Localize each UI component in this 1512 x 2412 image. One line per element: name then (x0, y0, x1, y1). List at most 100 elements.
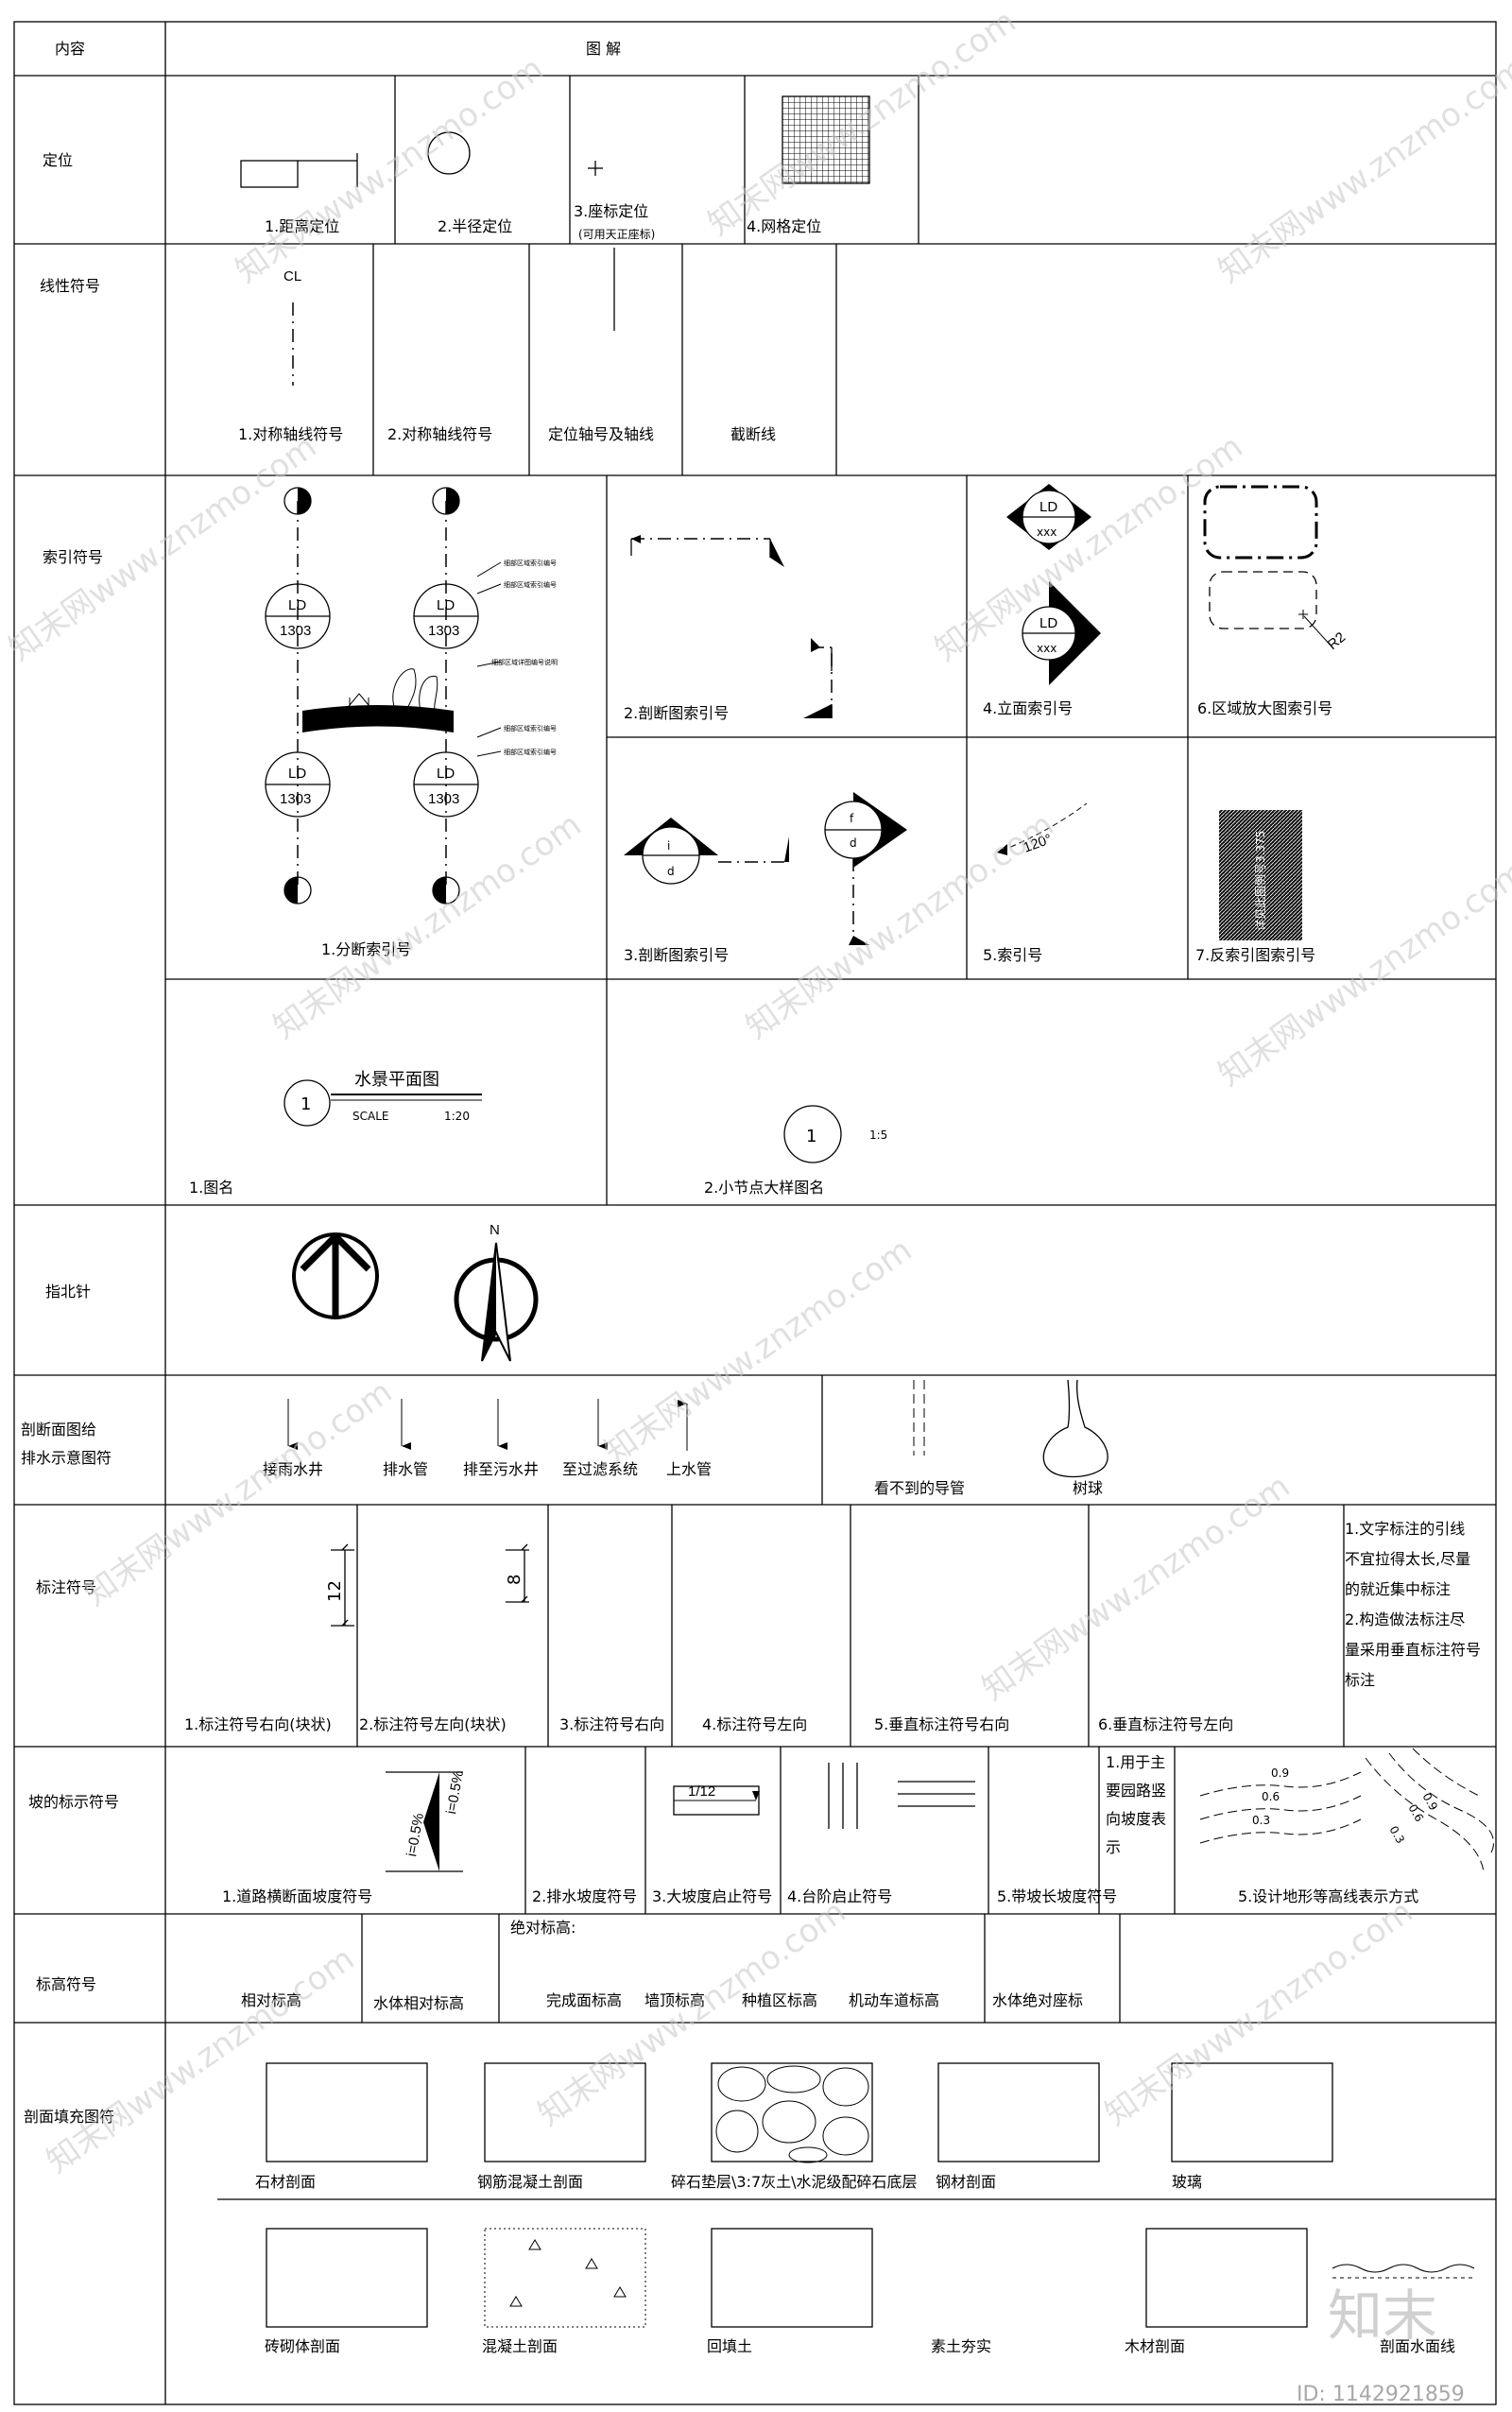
section-index-symbol-2 (630, 535, 833, 718)
concrete-hatch (484, 2228, 646, 2328)
label-index-6: 6.区域放大图索引号 (1197, 699, 1332, 717)
centerline-mark: CL (284, 268, 301, 284)
wm-11: 知末网www.znzmo.com (975, 1468, 1297, 1709)
callout-3: 细部区域详图编号说明 (491, 658, 558, 666)
water-line (1332, 2264, 1475, 2279)
label-drain-7: 树球 (1073, 1479, 1103, 1497)
ld-c: LD (288, 766, 306, 782)
label-drain-1: 接雨水井 (263, 1460, 323, 1478)
f-mark: f (850, 812, 854, 825)
brick-hatch (266, 2228, 428, 2328)
label-index-1: 1.分断索引号 (321, 940, 411, 958)
label-pos-2: 2.半径定位 (438, 217, 512, 235)
callout-5: 细部区域索引编号 (504, 748, 557, 756)
contour-r-0-9: 0.9 (1419, 1791, 1440, 1814)
label-drain-4: 至过滤系统 (562, 1460, 638, 1478)
label-slope-5: 5.带坡长坡度符号 (997, 1887, 1117, 1905)
row-label-line-symbols: 线性符号 (40, 277, 100, 295)
row-label-elevation: 标高符号 (36, 1975, 96, 1993)
row-label-slope: 坡的标示符号 (28, 1793, 119, 1811)
label-slope-2: 2.排水坡度符号 (532, 1887, 637, 1905)
contour-0-3: 0.3 (1252, 1814, 1270, 1827)
wm-6: 知末网www.znzmo.com (266, 806, 588, 1047)
label-hatch-1: 石材剖面 (255, 2173, 316, 2191)
north-n: N (490, 1222, 500, 1238)
drawing-name-symbol: 1 水景平面图 SCALE 1:20 (284, 1070, 482, 1127)
wood-hatch (1145, 2228, 1308, 2328)
slope-right: i=0.5% (443, 1769, 467, 1816)
label-dim-5: 5.垂直标注符号右向 (874, 1715, 1009, 1733)
grid-positioning-symbol (782, 95, 870, 184)
label-slope-3: 3.大坡度启止符号 (652, 1887, 772, 1905)
label-index-3: 3.剖断图索引号 (624, 946, 729, 964)
table-frame (13, 21, 1497, 2405)
dim-block-right (331, 1543, 354, 1627)
label-drain-6: 看不到的导管 (874, 1479, 965, 1497)
step-symbol (828, 1763, 975, 1829)
ld-b-num: 1303 (428, 623, 459, 639)
header-content: 内容 (55, 40, 85, 58)
dim-note-6: 标注 (1345, 1671, 1375, 1689)
label-line-4: 截断线 (730, 425, 776, 443)
watermark-logo: 知末 (1328, 2283, 1437, 2348)
wm-1: 知末网www.znzmo.com (229, 50, 550, 291)
label-drain-3: 排至污水井 (463, 1460, 539, 1478)
north-arrow-icon (292, 1232, 379, 1319)
label-line-3: 定位轴号及轴线 (548, 425, 654, 443)
compass-north-icon: N (454, 1222, 539, 1362)
label-index-5: 5.索引号 (983, 946, 1042, 964)
xxx-a: xxx (1037, 525, 1057, 539)
abs-elevation-label: 绝对标高: (510, 1919, 576, 1937)
header-diagram: 图 解 (586, 40, 621, 58)
dim-note-3: 的就近集中标注 (1345, 1580, 1451, 1598)
road-slope-symbol: i=0.5% i=0.5% (386, 1769, 467, 1872)
row-label-hatch: 剖面填充图符 (24, 2108, 114, 2126)
coordinate-positioning-symbol (588, 161, 603, 176)
watermark-id: ID: 1142921859 (1297, 2383, 1465, 2406)
drainage-arrows (287, 1380, 925, 1456)
label-dim-4: 4.标注符号左向 (702, 1715, 807, 1733)
dim-note-5: 量采用垂直标注符号 (1345, 1641, 1481, 1659)
d-mark-b: d (850, 836, 857, 850)
contour-0-6: 0.6 (1262, 1790, 1280, 1803)
label-pos-1: 1.距离定位 (265, 217, 339, 235)
slope-left: i=0.5% (404, 1812, 427, 1858)
dn-number: 1 (301, 1094, 311, 1114)
label-dim-3: 3.标注符号右向 (559, 1715, 664, 1733)
callout-2: 细部区域索引编号 (504, 580, 557, 589)
radius-positioning-symbol (427, 131, 471, 175)
distance-positioning-symbol (240, 153, 358, 188)
label-hatch-3: 碎石垫层\3:7灰土\水泥级配碎石底层 (671, 2173, 918, 2191)
label-drain-2: 排水管 (383, 1460, 428, 1478)
rc-concrete-hatch (484, 2062, 646, 2162)
label-dn-2: 2.小节点大样图名 (704, 1179, 824, 1197)
i-mark: i (667, 839, 670, 853)
ld-d-num: 1303 (428, 791, 459, 807)
label-elev-4: 墙顶标高 (644, 1991, 705, 2009)
dim-block-left (506, 1543, 529, 1603)
d-mark-a: d (667, 865, 675, 878)
label-hatch-8: 回填土 (707, 2337, 752, 2355)
label-pos-3: 3.座标定位 (574, 202, 648, 220)
row-label-drain-2: 排水示意图符 (21, 1449, 112, 1467)
row-label-north: 指北针 (45, 1283, 91, 1301)
large-slope-symbol: 1/12 (673, 1783, 760, 1816)
label-elev-7: 水体绝对座标 (992, 1991, 1083, 2009)
dn-title: 水景平面图 (354, 1070, 439, 1090)
row-label-drain-1: 剖断面图给 (21, 1421, 96, 1439)
dim-a: 12 (325, 1580, 345, 1602)
label-dim-1: 1.标注符号右向(块状) (184, 1715, 332, 1733)
segment-index-symbol: LD 1303 LD 1303 LD 1303 LD 1303 细部区域索引编号… (265, 487, 558, 904)
contour-r-0-6: 0.6 (1405, 1802, 1426, 1825)
label-index-7: 7.反索引图索引号 (1195, 946, 1315, 964)
label-line-1: 1.对称轴线符号 (238, 425, 343, 443)
wm-2: 知末网www.znzmo.com (701, 3, 1022, 244)
dn-scale-label: SCALE (352, 1110, 388, 1123)
steel-hatch (937, 2062, 1100, 2162)
dn-scale-value: 1:20 (444, 1110, 470, 1123)
radius-label: R2 (1325, 629, 1349, 653)
label-line-2: 2.对称轴线符号 (387, 425, 492, 443)
wm-10: 知末网www.znzmo.com (597, 1232, 919, 1473)
label-hatch-9: 素土夯实 (931, 2337, 991, 2355)
